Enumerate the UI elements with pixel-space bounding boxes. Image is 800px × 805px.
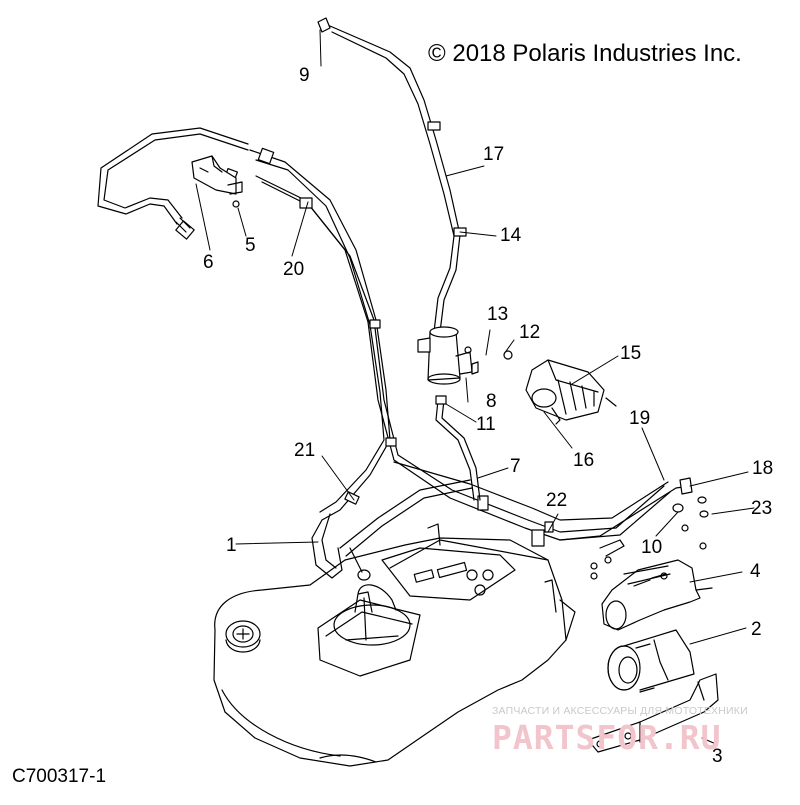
callout-3: 3 <box>712 746 723 767</box>
bracket-6 <box>191 155 243 208</box>
callout-19: 19 <box>629 408 651 429</box>
fuel-tank <box>213 523 576 767</box>
callout-6: 6 <box>203 252 214 273</box>
pump-assembly <box>525 359 617 425</box>
bracket-3 <box>587 673 719 753</box>
copyright-notice: © 2018 Polaris Industries Inc. <box>428 40 742 67</box>
watermark-tagline: ЗАПЧАСТИ И АКСЕССУАРЫ ДЛЯ МОТОТЕХНИКИ <box>492 705 748 717</box>
drawing-number: C700317-1 <box>12 766 107 787</box>
callout-20: 20 <box>283 259 305 280</box>
callout-14: 14 <box>500 225 522 246</box>
callout-16: 16 <box>573 450 595 471</box>
callout-8: 8 <box>486 391 497 412</box>
fuel-lines <box>97 127 671 581</box>
callout-21: 21 <box>294 440 316 461</box>
callout-15: 15 <box>620 343 642 364</box>
callout-17: 17 <box>483 144 505 165</box>
callout-7: 7 <box>510 456 521 477</box>
watermark-logo: PARTSFOR.RU <box>492 718 722 757</box>
callout-13: 13 <box>487 304 509 325</box>
callout-11: 11 <box>476 414 496 435</box>
callout-1: 1 <box>226 535 237 556</box>
leader-lines <box>195 29 755 745</box>
callout-22: 22 <box>546 490 568 511</box>
callout-5: 5 <box>245 235 256 256</box>
callout-10: 10 <box>641 537 663 558</box>
callout-4: 4 <box>750 561 761 582</box>
callout-23: 23 <box>751 498 773 519</box>
return-line <box>559 477 709 580</box>
callout-9: 9 <box>299 65 310 86</box>
canister-8 <box>417 326 513 501</box>
pump-housing-4 <box>601 559 713 631</box>
callout-18: 18 <box>752 458 774 479</box>
callout-12: 12 <box>519 322 541 343</box>
fuel-pump-2 <box>607 629 695 693</box>
callout-2: 2 <box>751 619 762 640</box>
